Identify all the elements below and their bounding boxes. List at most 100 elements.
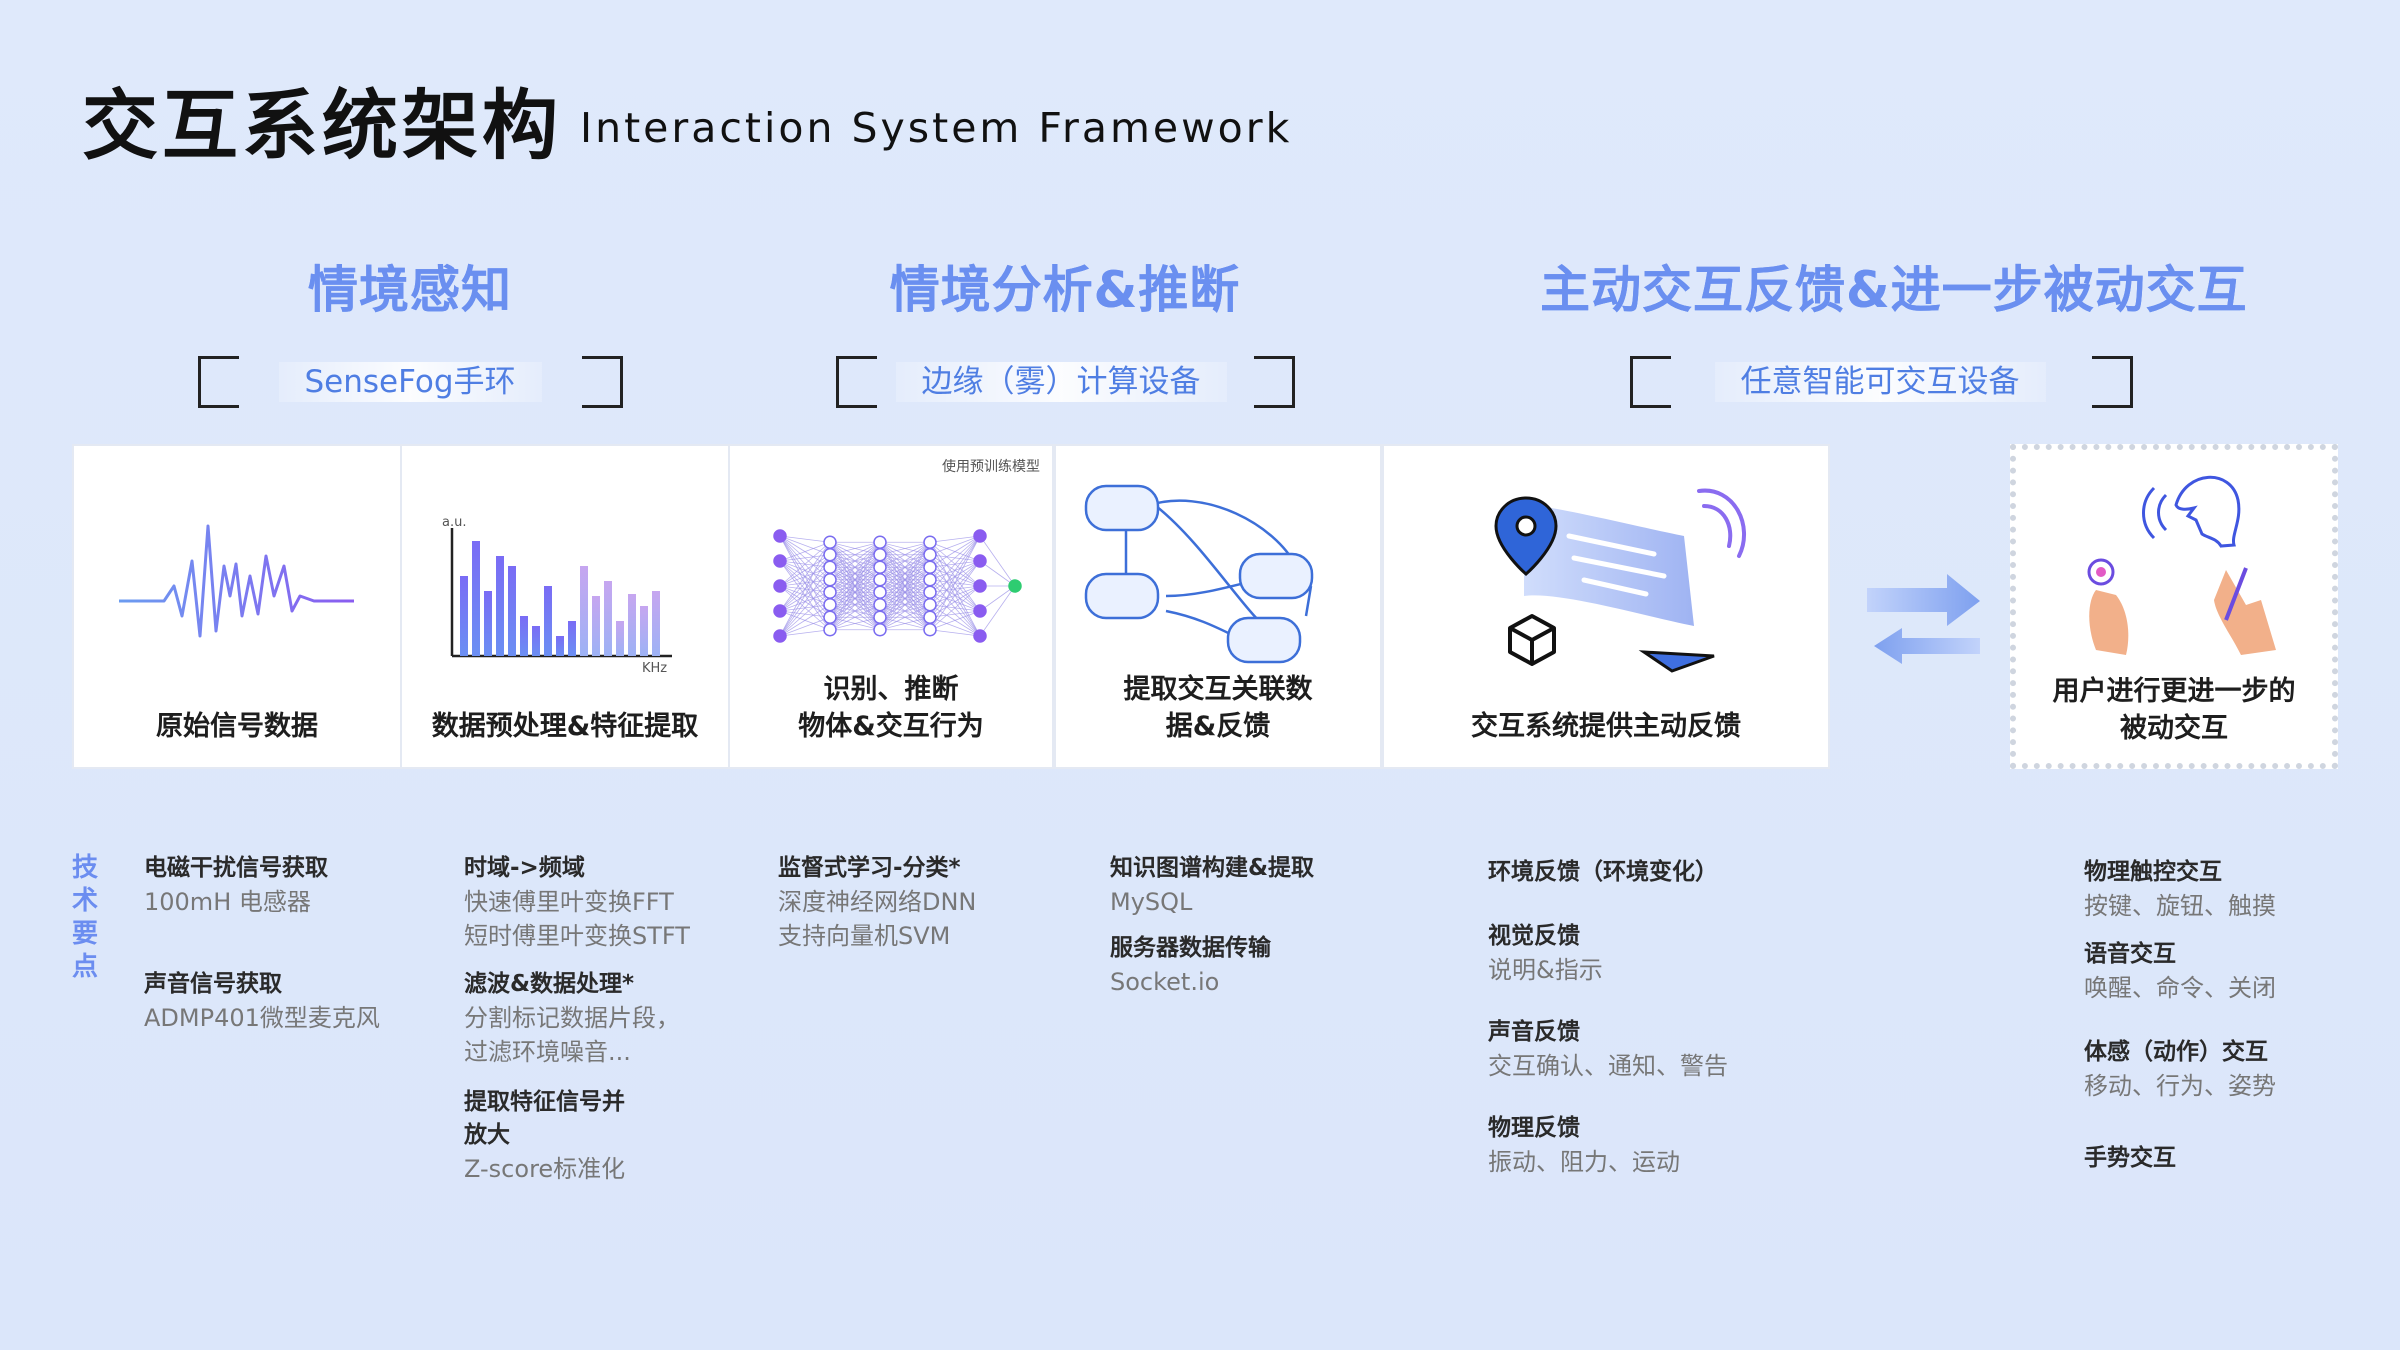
tech-text: 深度神经网络DNN 支持向量机SVM	[778, 888, 977, 950]
tech-heading: 物理反馈	[1488, 1115, 1580, 1141]
card-raw-signal: 原始信号数据	[72, 444, 402, 769]
nn-node	[973, 579, 987, 593]
tech-text: 说明&指示	[1488, 956, 1603, 984]
axis-y-label: a.u.	[442, 515, 466, 530]
hand-icon	[2214, 570, 2276, 655]
nn-node	[1008, 579, 1022, 593]
nn-node	[873, 548, 887, 562]
nn-node	[923, 623, 937, 637]
touch-target-icon	[2087, 558, 2115, 586]
device-label: 边缘（雾）计算设备	[895, 362, 1227, 402]
tech-heading: 物理触控交互	[2084, 859, 2222, 885]
nn-node	[873, 598, 887, 612]
waveform-icon	[119, 524, 354, 638]
page-subtitle: Interaction System Framework	[580, 104, 1293, 152]
tech-item: 知识图谱构建&提取 MySQL	[1110, 852, 1314, 919]
nn-node	[923, 598, 937, 612]
tech-text: Z-score标准化	[464, 1155, 626, 1183]
swipe-arrow-icon	[2224, 567, 2248, 621]
card-label: 提取交互关联数 据&反馈	[1123, 674, 1313, 742]
card-recognition: 使用预训练模型 识别、推断 物体&交互行为	[728, 444, 1054, 769]
axis-x-label: KHz	[642, 661, 667, 676]
pretrained-note: 使用预训练模型	[942, 459, 1040, 475]
nn-node	[923, 610, 937, 624]
nn-node	[923, 560, 937, 574]
device-sensefog: SenseFog手环	[240, 362, 580, 402]
tech-item: 语音交互唤醒、命令、关闭	[2084, 938, 2276, 1005]
device-edge: 边缘（雾）计算设备	[876, 362, 1246, 402]
nn-node	[773, 604, 787, 618]
card-label: 识别、推断 物体&交互行为	[798, 674, 984, 742]
tech-heading: 体感（动作）交互	[2084, 1039, 2268, 1065]
tech-heading: 环境反馈（环境变化）	[1488, 859, 1718, 885]
paper-plane-icon	[1638, 650, 1715, 673]
bracket-left	[1630, 356, 1671, 408]
tech-heading: 视觉反馈	[1488, 923, 1580, 949]
tech-points-label: 技术要点	[71, 853, 98, 982]
spectrum-bar-icon: a.u. KHz	[442, 515, 672, 676]
tech-heading: 声音反馈	[1488, 1019, 1580, 1045]
exchange-arrows-icon	[1867, 574, 1980, 664]
stage-title-analysis: 情境分析&推断	[840, 250, 1290, 322]
user-interaction-icons	[2087, 475, 2276, 655]
bracket-right	[582, 356, 623, 408]
nn-node	[823, 585, 837, 599]
nn-node	[873, 610, 887, 624]
nn-node	[973, 554, 987, 568]
card-system-feedback: 交互系统提供主动反馈	[1382, 444, 1830, 769]
graph-nodes-icon	[1084, 484, 1314, 664]
tech-text: 100mH 电感器	[144, 888, 311, 916]
tech-heading: 知识图谱构建&提取	[1110, 855, 1315, 881]
tech-heading: 提取特征信号并 放大	[464, 1089, 625, 1148]
bracket-left	[836, 356, 877, 408]
tech-heading: 手势交互	[2084, 1145, 2176, 1171]
tech-text: ADMP401微型麦克风	[144, 1004, 380, 1032]
card-label: 用户进行更进一步的 被动交互	[2052, 676, 2296, 744]
stage-title-perception: 情境感知	[210, 250, 610, 322]
card-label: 原始信号数据	[156, 711, 318, 742]
nn-node	[873, 623, 887, 637]
tech-item: 时域->频域快速傅里叶变换FFT 短时傅里叶变换STFT	[464, 852, 690, 953]
bracket-left	[198, 356, 239, 408]
tech-item: 滤波&数据处理*分割标记数据片段， 过滤环境噪音...	[464, 968, 680, 1069]
tech-text: 交互确认、通知、警告	[1488, 1052, 1728, 1080]
sound-waves-icon	[1697, 488, 1746, 558]
tech-item: 物理触控交互按键、旋钮、触摸	[2084, 856, 2276, 923]
nn-node	[923, 573, 937, 587]
tech-heading: 语音交互	[2084, 941, 2176, 967]
nn-node	[873, 535, 887, 549]
nn-node	[773, 529, 787, 543]
tech-text: 振动、阻力、运动	[1488, 1148, 1680, 1176]
device-label: 任意智能可交互设备	[1714, 362, 2046, 402]
tech-item: 视觉反馈说明&指示	[1488, 920, 1603, 987]
tech-heading: 服务器数据传输	[1110, 935, 1271, 961]
tech-heading: 电磁干扰信号获取	[144, 855, 328, 881]
nn-node	[923, 585, 937, 599]
card-label: 交互系统提供主动反馈	[1471, 711, 1741, 742]
tech-text: MySQL	[1110, 888, 1193, 916]
nn-node	[773, 579, 787, 593]
ar-cube-icon	[1508, 614, 1556, 666]
tech-item: 环境反馈（环境变化）	[1488, 856, 1718, 889]
nn-node	[873, 560, 887, 574]
tech-heading: 滤波&数据处理*	[464, 971, 635, 997]
bracket-right	[1254, 356, 1295, 408]
tech-heading: 时域->频域	[464, 855, 585, 881]
neural-network-icon	[773, 529, 1022, 643]
device-smart: 任意智能可交互设备	[1670, 362, 2090, 402]
nn-node	[823, 573, 837, 587]
nn-node	[973, 629, 987, 643]
location-pin-icon	[1494, 496, 1558, 576]
nn-node	[823, 610, 837, 624]
tech-item: 物理反馈振动、阻力、运动	[1488, 1112, 1680, 1179]
tech-text: 移动、行为、姿势	[2084, 1072, 2276, 1100]
nn-node	[823, 598, 837, 612]
device-label: SenseFog手环	[278, 362, 542, 402]
nn-node	[923, 535, 937, 549]
tech-item: 监督式学习-分类*深度神经网络DNN 支持向量机SVM	[778, 852, 976, 953]
bracket-right	[2092, 356, 2133, 408]
nn-node	[973, 529, 987, 543]
tech-item: 手势交互	[2084, 1142, 2176, 1175]
